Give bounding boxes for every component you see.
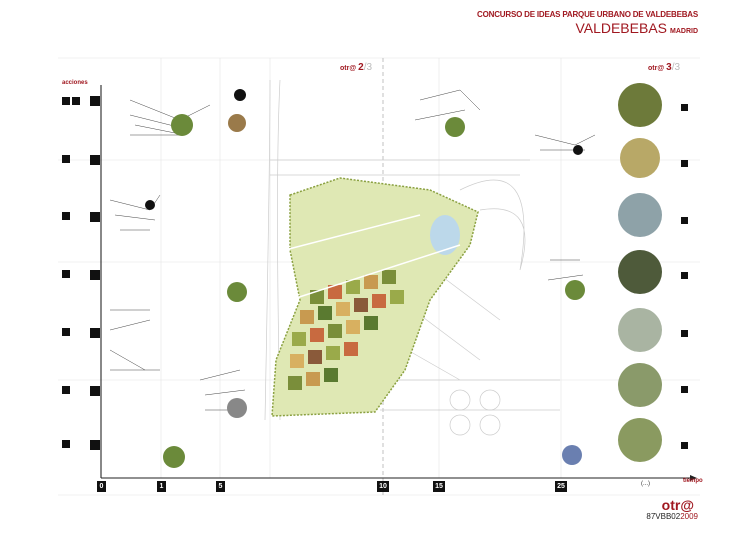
- page-num: 2: [358, 62, 364, 73]
- field-plots: [288, 270, 404, 390]
- entry-code: 87VBB02: [646, 512, 681, 521]
- page-total: /3: [671, 62, 681, 73]
- page-total: /3: [363, 62, 373, 73]
- page-brand: otr@: [340, 65, 357, 72]
- axis-label: tiempo: [683, 478, 703, 484]
- competition-subtitle: CONCURSO DE IDEAS PARQUE URBANO DE VALDE…: [477, 10, 698, 19]
- entry-year: 2009: [680, 512, 698, 521]
- footer-brand: otr@: [661, 497, 694, 513]
- photo-circles: [163, 83, 662, 468]
- page-indicator-2: otr@2/3: [340, 62, 372, 73]
- tick-10: 10: [377, 481, 389, 492]
- tick-5: 5: [216, 481, 225, 492]
- title-text: VALDEBEBAS: [575, 20, 667, 36]
- tick-0: 0: [97, 481, 106, 492]
- pond: [430, 215, 460, 255]
- actions-label: acciones: [62, 80, 88, 86]
- city-text: MADRID: [670, 28, 698, 35]
- footer-code: 87VBB022009: [646, 512, 698, 521]
- page-indicator-3: otr@3/3: [648, 62, 680, 73]
- page-num: 3: [666, 62, 672, 73]
- board-drawing: [58, 57, 700, 496]
- tick-1: 1: [157, 481, 166, 492]
- tick-15: 15: [433, 481, 445, 492]
- tick-ellipsis: (...): [641, 481, 650, 487]
- action-icons: [62, 96, 688, 450]
- page-brand: otr@: [648, 65, 665, 72]
- tick-25: 25: [555, 481, 567, 492]
